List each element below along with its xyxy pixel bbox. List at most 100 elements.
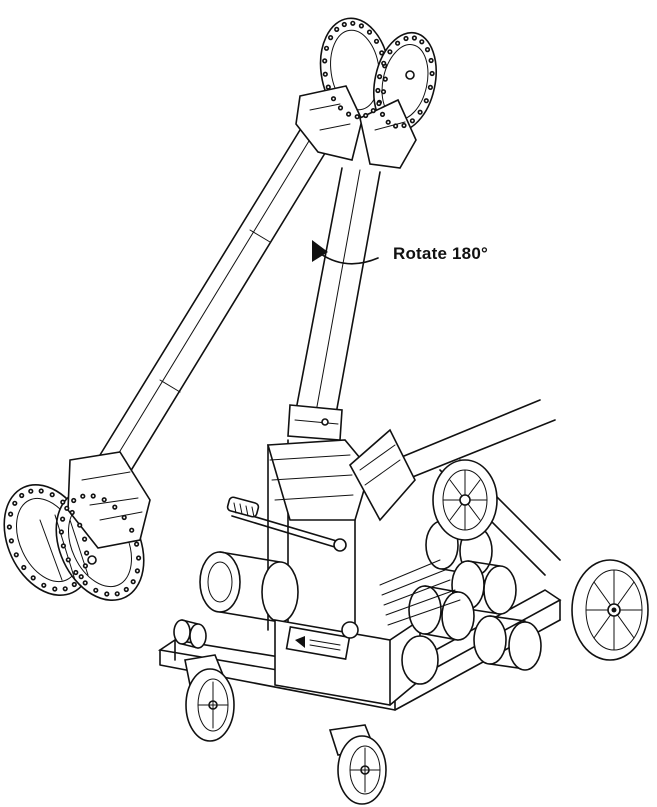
extended-boom <box>91 129 331 483</box>
rim-hole <box>60 499 66 505</box>
rim-hole <box>12 500 18 506</box>
rim-hole <box>322 71 328 77</box>
rim-hole <box>71 497 77 504</box>
rim-hole <box>373 38 380 44</box>
curved-rotate-arrow-icon <box>317 251 379 265</box>
rim-hole <box>429 70 435 77</box>
rim-hole <box>401 122 407 129</box>
rim-hole <box>81 536 88 542</box>
rim-hole <box>375 87 381 94</box>
rim-hole <box>380 89 387 95</box>
top-sheave-head <box>295 17 437 169</box>
rim-hole <box>427 84 434 90</box>
rim-hole <box>21 564 27 571</box>
rim-hole <box>13 552 19 558</box>
rim-hole <box>69 509 75 516</box>
lower-sheave-holes-right <box>58 493 142 597</box>
gearbox-housing <box>274 618 439 706</box>
rim-hole <box>363 112 369 119</box>
front-right-wheel <box>571 559 649 661</box>
rim-hole <box>328 34 334 41</box>
rim-hole <box>123 586 129 593</box>
rim-hole <box>30 575 36 581</box>
rim-hole <box>38 488 44 494</box>
chassis-frame <box>157 399 562 711</box>
rim-hole <box>382 76 388 82</box>
rear-wheel-top <box>432 459 498 541</box>
capstan-drum <box>199 551 299 623</box>
rim-hole <box>129 527 135 533</box>
rim-hole <box>424 46 431 53</box>
rim-hole <box>82 563 88 569</box>
top-sheave-holes-right <box>375 35 435 129</box>
rim-hole <box>341 21 347 28</box>
rim-hole <box>337 105 344 111</box>
rim-hole <box>41 582 47 588</box>
rim-hole <box>114 591 120 597</box>
rim-hole <box>419 39 425 45</box>
rim-hole <box>52 586 58 592</box>
rotate-instruction-label: Rotate 180° <box>393 244 488 263</box>
rim-hole <box>19 492 25 499</box>
rim-hole <box>379 50 385 56</box>
rim-hole <box>322 58 328 64</box>
rim-hole <box>83 550 90 556</box>
rim-hole <box>393 123 399 129</box>
rim-hole <box>366 29 373 35</box>
rim-hole <box>82 580 88 586</box>
rim-hole <box>350 20 356 26</box>
rim-hole <box>71 581 77 588</box>
rim-hole <box>8 538 14 544</box>
rim-hole <box>80 493 86 499</box>
rim-hole <box>403 35 409 42</box>
rim-hole <box>387 49 393 55</box>
rim-hole <box>358 23 365 29</box>
rim-hole <box>323 45 330 51</box>
rim-hole <box>417 109 423 115</box>
rim-hole <box>101 497 107 503</box>
lower-sheave-holes-left <box>6 488 90 592</box>
rim-hole <box>428 57 434 64</box>
rim-hole <box>104 591 110 597</box>
rim-hole <box>379 111 386 117</box>
rim-hole <box>354 114 360 120</box>
rim-hole <box>134 541 140 547</box>
rim-hole <box>28 488 34 494</box>
rim-hole <box>330 96 337 102</box>
rim-hole <box>65 557 71 563</box>
rim-hole <box>93 587 99 593</box>
rim-hole <box>370 107 376 114</box>
rim-hole <box>58 529 65 535</box>
rim-hole <box>8 511 14 517</box>
rim-hole <box>325 84 331 90</box>
rim-hole <box>381 60 387 66</box>
caster-wheel-right <box>328 724 387 805</box>
upright-mast <box>287 167 381 441</box>
rim-hole <box>64 505 70 511</box>
rim-hole <box>385 119 391 125</box>
rim-hole <box>411 35 418 41</box>
rim-hole <box>59 516 66 522</box>
rim-hole <box>60 543 67 549</box>
rim-hole <box>6 524 12 530</box>
arrow-head <box>312 240 328 262</box>
rim-hole <box>334 26 340 33</box>
rim-hole <box>112 504 118 510</box>
rim-hole <box>77 522 83 528</box>
roller-assemblies <box>379 520 542 671</box>
rim-hole <box>377 73 383 80</box>
rim-hole <box>73 569 79 576</box>
rim-hole <box>136 555 142 561</box>
rim-hole <box>376 100 382 107</box>
rim-hole <box>121 514 127 521</box>
rim-hole <box>409 118 416 124</box>
rim-hole <box>90 493 96 499</box>
rim-hole <box>395 40 401 46</box>
bumper-knob <box>173 619 207 649</box>
rim-hole <box>49 492 55 498</box>
rim-hole <box>423 98 429 104</box>
rim-hole <box>62 586 68 592</box>
rim-hole <box>134 568 140 574</box>
